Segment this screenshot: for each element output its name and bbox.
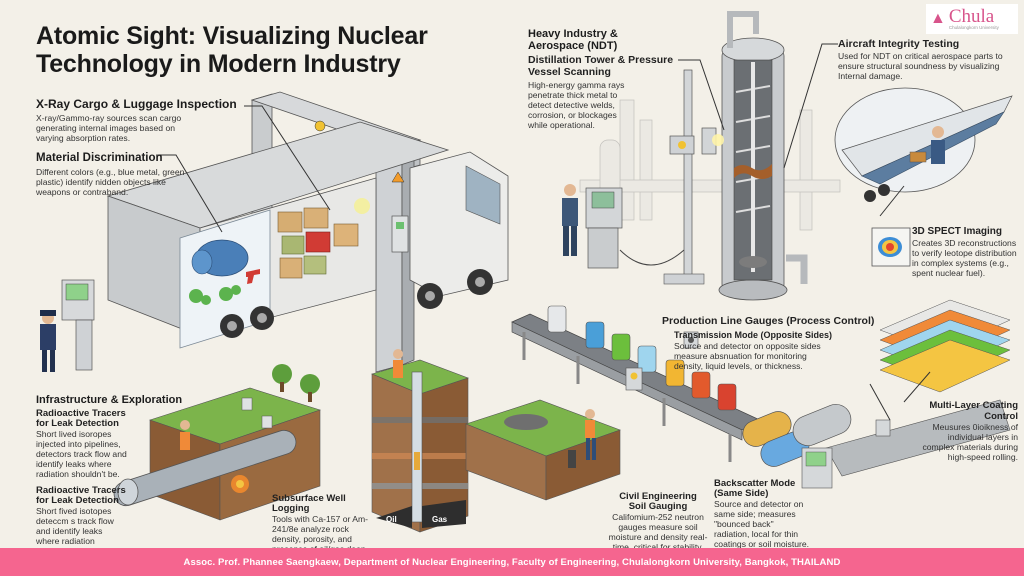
tracers-text: Short lived isoropes injected into pipel…: [36, 429, 127, 479]
distillation-subheading: Distillation Tower & Pressure Vessel Sca…: [528, 54, 674, 78]
radiation-icon: [236, 480, 244, 488]
leader-lines: [158, 43, 931, 421]
backscatter-block: Backscatter Mode (Same Side) Source and …: [714, 478, 810, 549]
material-discrimination-block: Material Discrimination Different colors…: [36, 152, 236, 197]
oil-label: Oil: [386, 515, 397, 524]
well-logging-text: Tools with Ca-157 or Am-241/8e analyze r…: [272, 514, 368, 548]
well-logging-heading: Subsurface Well Logging: [272, 493, 346, 514]
civil-heading: Civil Engineering Soil Gauging: [619, 491, 697, 512]
aircraft-text: Used for NDT on critical aerospace parts…: [838, 51, 1003, 81]
logo-name: Chula: [948, 6, 995, 27]
civil-text: Califomium-252 neutron gauges measure so…: [608, 512, 708, 548]
heavy-industry-block: Heavy Industry & Aerospace (NDT) Distill…: [528, 28, 678, 130]
spect-text: Creates 3D reconstructions to verify leo…: [912, 238, 1017, 278]
aircraft-wing-illustration: [834, 87, 1013, 267]
production-heading: Production Line Gauges (Process Control): [662, 315, 875, 327]
radiation-icon: [678, 141, 686, 149]
multilayer-heading: Multi-Layer Coating Control: [929, 400, 1018, 422]
multilayer-block: Multi-Layer Coating Control Meusures 0io…: [906, 400, 1018, 462]
infrastructure-heading: Infrastructure & Exploration: [36, 394, 183, 406]
material-heading: Material Discrimination: [36, 152, 163, 164]
transmission-text: Source and detector on opposite sides me…: [674, 341, 821, 371]
spect-heading: 3D SPECT Imaging: [912, 226, 1003, 237]
backscatter-heading: Backscatter Mode (Same Side): [714, 478, 796, 499]
footer-credit: Assoc. Prof. Phannee Saengkaew, Departme…: [183, 556, 841, 568]
ground-cross-section-illustration: Oil Gas: [113, 349, 621, 533]
cargo-inspection-block: X-Ray Cargo & Luggage Inspection X-ray/G…: [36, 97, 266, 144]
distillation-text: High-energy gamma rays penetrate thick m…: [528, 80, 625, 130]
radiation-icon: [630, 372, 638, 380]
infrastructure-block: Infrastructure & Exploration Radioactive…: [36, 394, 186, 479]
spect-block: 3D SPECT Imaging Creates 3D reconstructi…: [912, 226, 1018, 278]
logo-subtitle: Chulalongkorn University: [948, 25, 999, 30]
cargo-text: X-ray/Gammo-ray sources scan cargo gener…: [36, 113, 182, 143]
cargo-scanner-illustration: [40, 91, 509, 373]
cargo-heading: X-Ray Cargo & Luggage Inspection: [36, 97, 237, 111]
distillation-tower-illustration: [562, 11, 841, 301]
infographic-canvas: Oil Gas Atomic Sight: Visualizing Nuclea…: [36, 4, 1018, 549]
gas-label: Gas: [432, 515, 448, 524]
well-logging-block: Subsurface Well Logging Tools with Ca-15…: [272, 493, 376, 549]
production-line-illustration: [511, 299, 1011, 489]
tracers-block-2: Radioactive Tracers for Leak Detection S…: [36, 485, 126, 549]
university-logo-icon: ▲: [930, 10, 946, 27]
civil-engineering-block: Civil Engineering Soil Gauging Califomiu…: [608, 491, 708, 549]
multilayer-text: Meusures 0ioikness of individual layers …: [922, 422, 1018, 462]
transmission-subheading: Transmission Mode (Opposite Sides): [674, 330, 833, 340]
page-title: Atomic Sight: Visualizing Nuclear Techno…: [36, 22, 428, 78]
material-text: Different colors (e.g., blue metal, gree…: [36, 167, 185, 197]
warning-icon: [391, 171, 405, 183]
production-block: Production Line Gauges (Process Control)…: [662, 315, 875, 371]
footer-credit-bar: Assoc. Prof. Phannee Saengkaew, Departme…: [0, 548, 1024, 576]
aircraft-block: Aircraft Integrity Testing Used for NDT …: [838, 38, 1018, 81]
university-logo: ▲ Chula Chulalongkorn University: [926, 4, 1018, 34]
radiation-icon: [314, 120, 326, 132]
backscatter-text: Source and detector on same side; measur…: [714, 499, 810, 548]
heavy-industry-heading: Heavy Industry & Aerospace (NDT): [528, 28, 618, 52]
illustration-layer: Oil Gas: [40, 11, 1013, 533]
tracers2-heading: Radioactive Tracers for Leak Detection: [36, 485, 126, 506]
tracers-subheading: Radioactive Tracers for Leak Detection: [36, 408, 126, 429]
aircraft-heading: Aircraft Integrity Testing: [838, 38, 960, 50]
tracers2-text: Short fived isotopes deteccm s track flo…: [36, 506, 114, 548]
